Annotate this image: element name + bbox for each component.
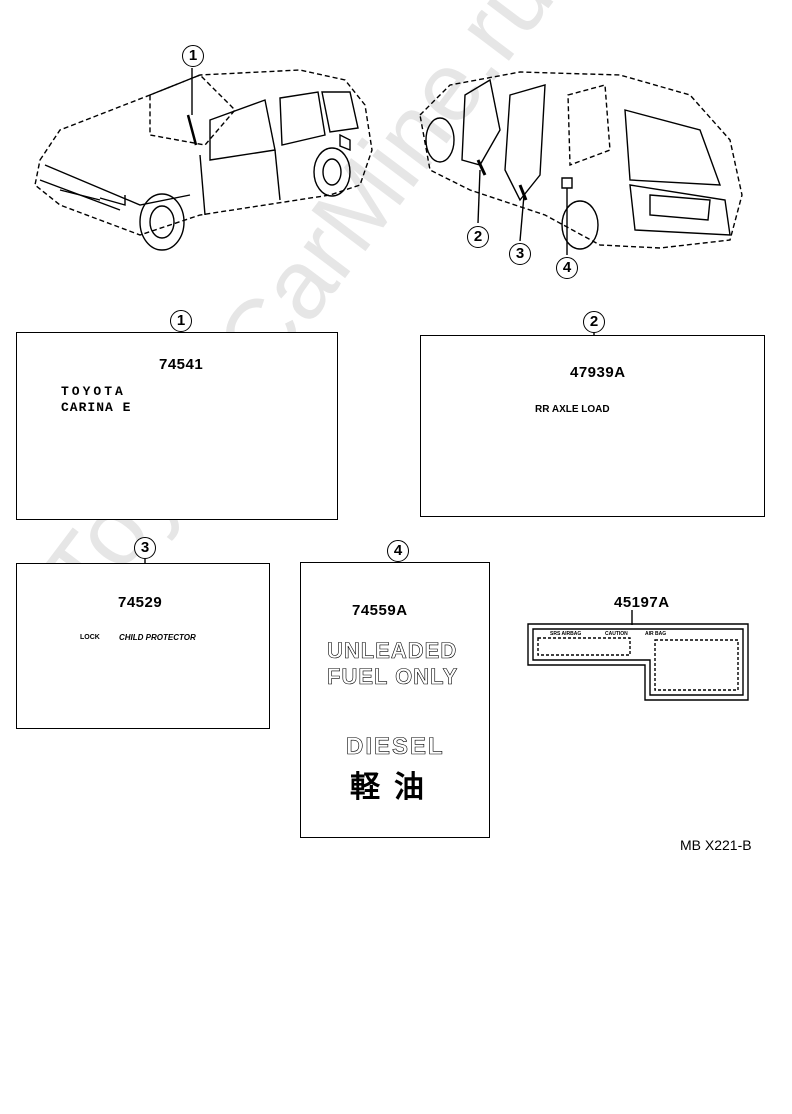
label5-right-text: AIR BAG <box>645 631 667 637</box>
car-rear-view <box>419 71 743 250</box>
callout-1-car: 1 <box>182 45 204 67</box>
label-45197a-graphic <box>527 623 749 701</box>
label3-lock: LOCK <box>80 634 100 641</box>
car-front-view <box>34 69 373 251</box>
label4-diesel-line2: 軽油 <box>350 770 438 805</box>
label3-title: CHILD PROTECTOR <box>119 633 196 642</box>
label5-left-text: SRS AIRBAG <box>550 631 582 637</box>
callout-2-car: 2 <box>467 226 489 248</box>
part-number-47939a: 47939A <box>570 364 626 381</box>
panel-label-3 <box>16 563 270 729</box>
panel-label-2 <box>420 335 765 517</box>
callout-4-car: 4 <box>556 257 578 279</box>
label4-unleaded-line1: UNLEADED <box>327 638 458 664</box>
panel-label-1 <box>16 332 338 520</box>
part-number-74541: 74541 <box>159 356 204 373</box>
callout-3-panel: 3 <box>134 537 156 559</box>
panel-label-4 <box>300 562 490 838</box>
callout-4-panel: 4 <box>387 540 409 562</box>
diagram-code: MB X221-B <box>680 837 752 853</box>
label5-mid-text: CAUTION <box>605 631 628 637</box>
callout-1-panel: 1 <box>170 310 192 332</box>
label1-brand-line2: CARINA E <box>61 400 132 415</box>
label4-diesel-line1: DIESEL <box>346 733 445 761</box>
label4-unleaded-line2: FUEL ONLY <box>327 664 459 690</box>
part-number-45197a: 45197A <box>614 594 670 611</box>
part-number-74529: 74529 <box>118 594 163 611</box>
label1-brand-line1: TOYOTA <box>61 384 126 399</box>
part-number-74559a: 74559A <box>352 602 408 619</box>
callout-2-panel: 2 <box>583 311 605 333</box>
callout-3-car: 3 <box>509 243 531 265</box>
label2-header: RR AXLE LOAD <box>535 404 610 415</box>
